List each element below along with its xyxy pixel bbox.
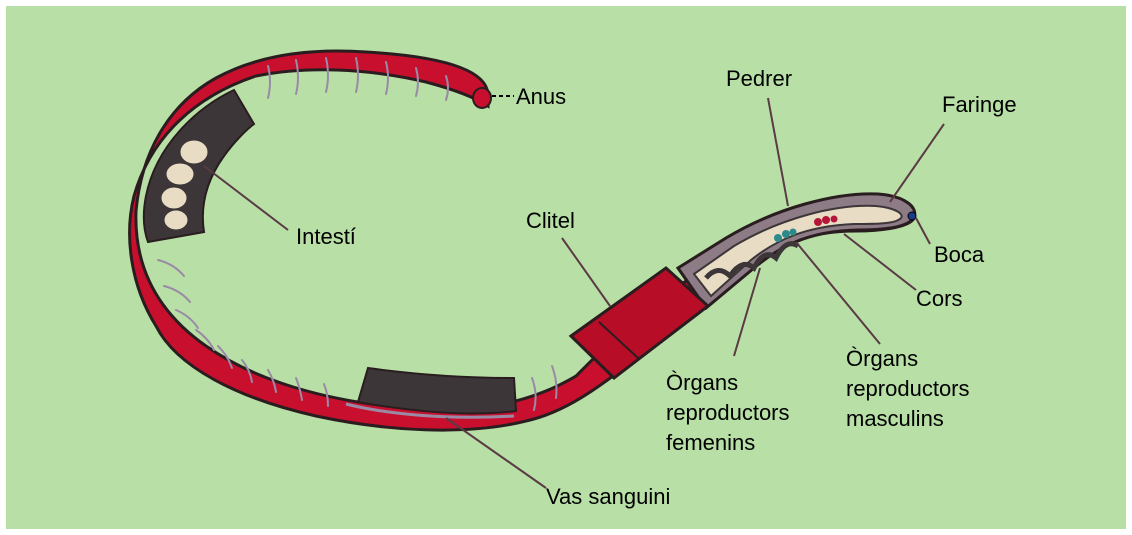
label-organs-masculins-line1: Òrgans: [846, 346, 918, 371]
mouth: [908, 212, 916, 220]
label-organs-femenins: Òrgans reproductors femenins: [666, 370, 796, 455]
label-organs-femenins-line1: Òrgans: [666, 370, 738, 395]
label-boca: Boca: [934, 242, 985, 267]
label-cors: Cors: [916, 286, 962, 311]
diagram-canvas: Anus Intestí Pedrer Faringe Clitel Boca …: [6, 6, 1126, 529]
label-faringe: Faringe: [942, 92, 1017, 117]
label-organs-masculins-line2: reproductors: [846, 376, 970, 401]
tail-tip: [473, 88, 491, 108]
label-organs-masculins: Òrgans reproductors masculins: [846, 346, 976, 431]
label-clitel: Clitel: [526, 208, 575, 233]
intestine-window: [144, 90, 254, 242]
label-pedrer: Pedrer: [726, 66, 792, 91]
earthworm-diagram: Anus Intestí Pedrer Faringe Clitel Boca …: [6, 6, 1126, 529]
gut-window-bottom: [358, 368, 516, 414]
label-organs-femenins-line2: reproductors: [666, 400, 790, 425]
label-organs-femenins-line3: femenins: [666, 430, 755, 455]
leader-lines: [204, 96, 944, 488]
label-vas-sanguini: Vas sanguini: [546, 484, 670, 509]
label-intesti: Intestí: [296, 224, 356, 249]
label-anus: Anus: [516, 84, 566, 109]
label-organs-masculins-line3: masculins: [846, 406, 944, 431]
